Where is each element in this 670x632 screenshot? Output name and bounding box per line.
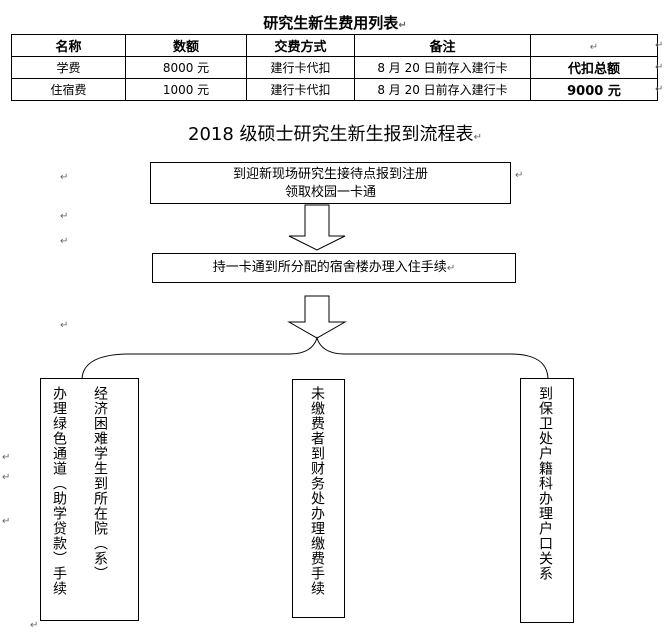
paragraph-mark: ↵ [2, 472, 11, 483]
branch-household-registration [520, 378, 574, 623]
table-cell: 住宿费 [11, 78, 126, 101]
paragraph-mark: ↵ [60, 320, 69, 331]
branch-finance-payment [292, 379, 345, 618]
branch-finance-payment-text: 未缴费者到财务处办理缴费手续 [309, 386, 325, 596]
header-cell-name: 名称 [11, 34, 126, 57]
paragraph-mark: ↵ [60, 211, 69, 222]
fee-table: 名称 数额 交费方式 备注 ↵ 学费 8000 元 建行卡代扣 8 月 20 日… [11, 34, 658, 101]
table-row: 住宿费 1000 元 建行卡代扣 8 月 20 日前存入建行卡 9000 元 [11, 78, 658, 101]
paragraph-mark: ↵ [60, 172, 69, 183]
paragraph-mark: ↵ [30, 620, 39, 631]
table-cell-total-value: 9000 元 [530, 78, 658, 101]
fee-table-header-row: 名称 数额 交费方式 备注 ↵ [11, 34, 658, 57]
step-register-line1: 到迎新现场研究生接待点报到注册 [232, 167, 428, 182]
flow-step-dormitory: 持一卡通到所分配的宿舍楼办理入住手续↵ [152, 253, 516, 283]
paragraph-mark: ↵ [655, 62, 664, 73]
branch-brace [81, 336, 549, 381]
header-cell-payment-method: 交费方式 [246, 34, 355, 57]
paragraph-mark: ↵ [515, 170, 524, 181]
step-register-line2: 领取校园一卡通 [284, 185, 376, 200]
paragraph-mark: ↵ [60, 236, 69, 247]
down-arrow-icon [288, 204, 346, 251]
branch-green-channel-col1: 经济困难学生到所在院（系） [92, 386, 108, 581]
flow-step-register: 到迎新现场研究生接待点报到注册 领取校园一卡通 [150, 162, 511, 204]
paragraph-mark: ↵ [655, 84, 664, 95]
table-cell: 建行卡代扣 [246, 56, 355, 79]
branch-green-channel [40, 378, 139, 621]
header-cell-amount: 数额 [125, 34, 247, 57]
table-cell: 1000 元 [125, 78, 247, 101]
paragraph-mark: ↵ [655, 40, 664, 51]
paragraph-mark: ↵ [2, 516, 11, 527]
down-arrow-icon [287, 295, 347, 339]
flow-title: 2018 级硕士研究生新生报到流程表↵ [188, 124, 482, 145]
branch-household-registration-text: 到保卫处户籍科办理户口关系 [537, 386, 553, 581]
table-cell: 8 月 20 日前存入建行卡 [354, 78, 531, 101]
table-cell: 建行卡代扣 [246, 78, 355, 101]
branch-green-channel-col2: 办理绿色通道（助学贷款）手续 [51, 386, 67, 596]
paragraph-mark: ↵ [2, 452, 11, 463]
fee-table-title: 研究生新生费用列表↵ [263, 14, 407, 32]
